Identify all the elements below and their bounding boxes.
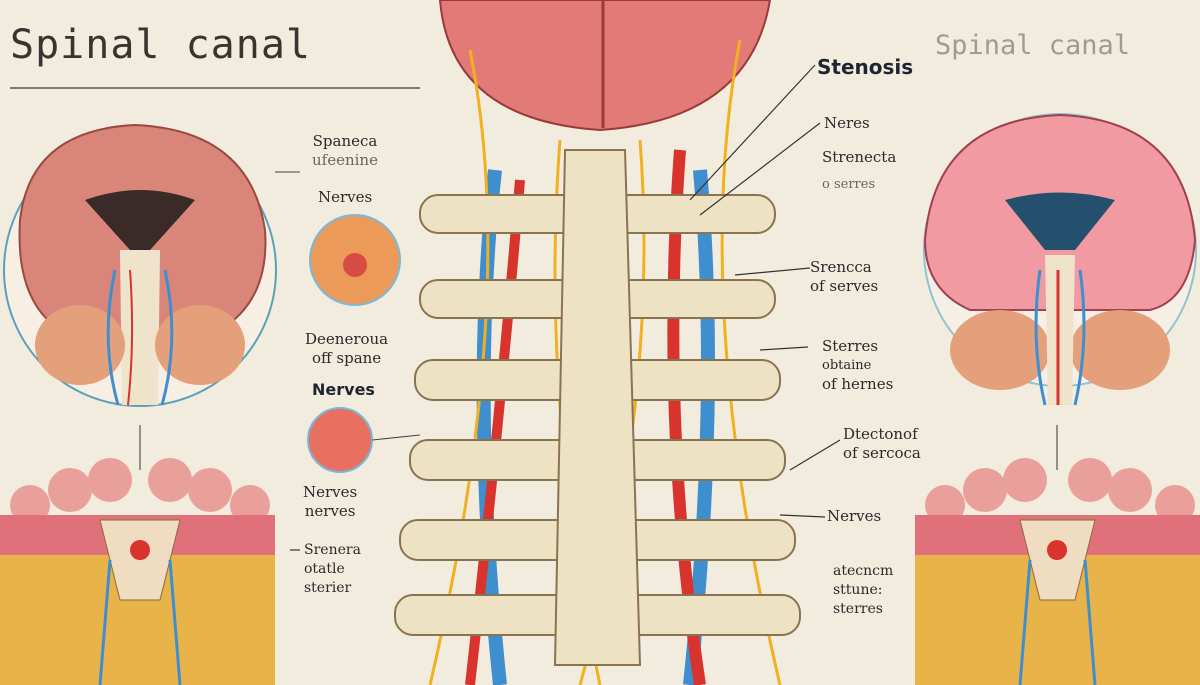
label-line: sterier bbox=[304, 580, 352, 596]
label-left-2: Nerves bbox=[318, 188, 373, 206]
right-tissue-cross-section bbox=[915, 425, 1200, 685]
label-line: Srenera bbox=[304, 542, 361, 558]
label-line: otatle bbox=[304, 561, 345, 577]
label-line: Nerves bbox=[303, 483, 358, 501]
label-line: sterres bbox=[833, 601, 883, 617]
label-left-4: Nerves bbox=[312, 380, 375, 399]
label-stenosis: Stenosis bbox=[817, 55, 914, 79]
title-right: Spinal canal bbox=[935, 30, 1131, 61]
label-line: off spane bbox=[311, 349, 382, 367]
label-line: of serves bbox=[810, 277, 879, 295]
label-line: obtaine bbox=[822, 358, 872, 373]
label-right-2: Neres bbox=[824, 114, 870, 132]
nerve-tissue-circle-small bbox=[307, 407, 373, 473]
label-line: of hernes bbox=[822, 375, 894, 393]
label-line: Deeneroua bbox=[305, 330, 389, 348]
label-line: sttune: bbox=[833, 582, 883, 598]
left-brain-cross-section bbox=[3, 123, 277, 407]
label-left-6: Srenera otatle sterier bbox=[304, 541, 361, 598]
label-line: ufeenine bbox=[312, 151, 378, 169]
label-line: o serres bbox=[822, 177, 876, 192]
title-left: Spinal canal bbox=[10, 22, 311, 68]
label-line: atecncm bbox=[833, 563, 894, 579]
right-brain-cross-section bbox=[923, 113, 1197, 406]
spinal-column bbox=[394, 0, 801, 685]
label-line: of sercoca bbox=[843, 444, 921, 462]
label-right-8: atecncm sttune: sterres bbox=[833, 562, 893, 619]
label-right-7: Nerves bbox=[827, 507, 882, 525]
label-right-5: Sterres obtaine of hernes bbox=[822, 337, 893, 394]
label-line: Sterres bbox=[822, 337, 879, 355]
left-tissue-cross-section bbox=[0, 425, 275, 685]
label-line: Spaneca bbox=[312, 132, 378, 150]
label-right-3: Strenecta o serres bbox=[822, 148, 896, 194]
label-line: Strenecta bbox=[822, 148, 897, 166]
label-line: Dtectonof bbox=[843, 425, 918, 443]
label-line: nerves bbox=[304, 502, 356, 520]
label-line: Srencca bbox=[810, 258, 872, 276]
leader-lines bbox=[290, 64, 841, 551]
